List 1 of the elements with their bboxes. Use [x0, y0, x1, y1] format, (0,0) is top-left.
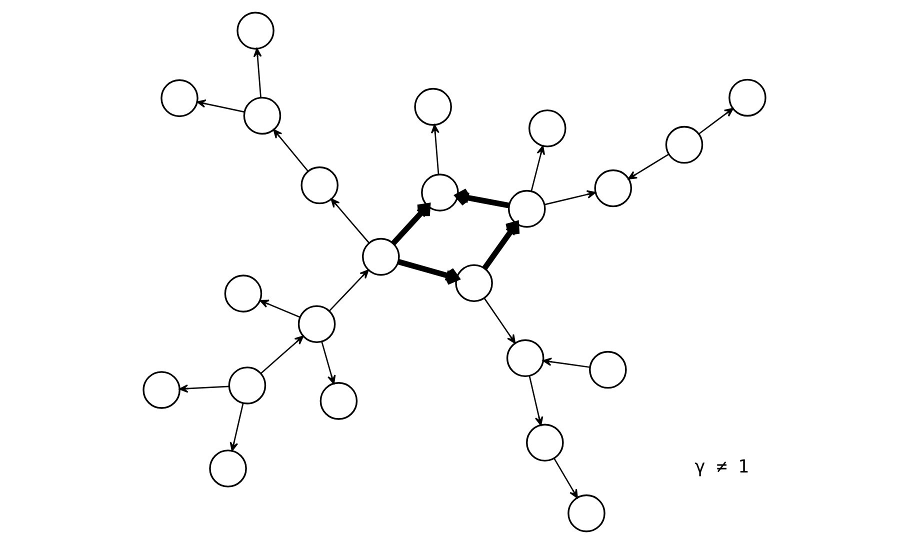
label: γ ≠ 1	[694, 456, 748, 478]
